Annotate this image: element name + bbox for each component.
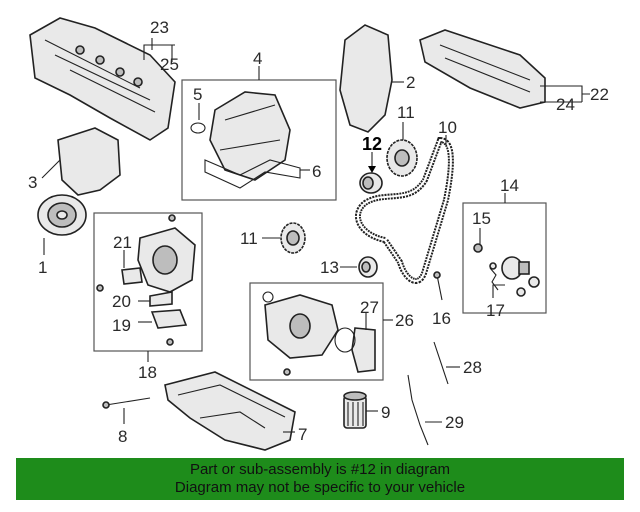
- engine-parts-diagram: 23 25 3 1 4 5 6 2 22 24: [28, 17, 609, 451]
- cam-sprocket-part[interactable]: [386, 139, 418, 177]
- bolt-16-part[interactable]: [433, 271, 443, 301]
- callout-14: 14: [500, 176, 519, 195]
- callout-20: 20: [112, 292, 131, 311]
- callout-24: 24: [556, 95, 575, 114]
- cover-27-part[interactable]: [334, 327, 376, 373]
- cover-19-part[interactable]: [150, 309, 188, 329]
- callout-19: 19: [112, 316, 131, 335]
- part-info-banner: Part or sub-assembly is #12 in diagram D…: [16, 458, 624, 500]
- valve-cover-right-part[interactable]: [419, 29, 546, 109]
- callout-5: 5: [193, 85, 202, 104]
- callout-18: 18: [138, 363, 157, 382]
- callout-6: 6: [312, 162, 321, 181]
- crank-pulley-part[interactable]: [37, 194, 87, 236]
- callout-7: 7: [298, 425, 307, 444]
- callout-13: 13: [320, 258, 339, 277]
- callout-22: 22: [590, 85, 609, 104]
- callout-16: 16: [432, 309, 451, 328]
- crank-sprocket-part[interactable]: [280, 222, 306, 254]
- callout-10: 10: [438, 118, 457, 137]
- oil-pump-housing-part[interactable]: [209, 91, 291, 181]
- callout-25: 25: [160, 55, 179, 74]
- callout-15: 15: [472, 209, 491, 228]
- timing-belt-part[interactable]: [354, 136, 454, 284]
- idler-pulley-part-12[interactable]: [359, 172, 383, 194]
- timing-cover-upper-part[interactable]: [339, 24, 393, 133]
- dipstick-tube-part[interactable]: [433, 341, 449, 385]
- callout-21: 21: [113, 233, 132, 252]
- callout-29: 29: [445, 413, 464, 432]
- idler-pulley-13-part[interactable]: [358, 256, 378, 278]
- oil-pan-part[interactable]: [164, 371, 296, 451]
- oil-filter-part[interactable]: [343, 391, 367, 429]
- callout-26: 26: [395, 311, 414, 330]
- dipstick-part[interactable]: [407, 374, 429, 446]
- callout-23: 23: [150, 18, 169, 37]
- callout-11-upper: 11: [397, 103, 415, 122]
- callout-27: 27: [360, 298, 379, 317]
- oil-filter-housing-part[interactable]: [262, 291, 339, 376]
- callout-2: 2: [406, 73, 415, 92]
- tensioner-assembly-part[interactable]: [501, 256, 540, 297]
- o-ring-part[interactable]: [190, 122, 206, 134]
- callout-8: 8: [118, 427, 127, 446]
- callout-4: 4: [253, 49, 262, 68]
- spring-17-part[interactable]: [489, 262, 499, 291]
- callout-3: 3: [28, 173, 37, 192]
- group-box-26: [249, 282, 384, 381]
- callout-17: 17: [486, 301, 505, 320]
- gasket-20-part[interactable]: [149, 291, 173, 307]
- callout-11-lower: 11: [240, 229, 258, 248]
- drain-plug-part[interactable]: [102, 397, 151, 409]
- callout-28: 28: [463, 358, 482, 377]
- callout-1: 1: [38, 258, 47, 277]
- valve-cover-part[interactable]: [29, 17, 176, 141]
- banner-line-1: Part or sub-assembly is #12 in diagram: [189, 461, 451, 478]
- banner-line-2: Diagram may not be specific to your vehi…: [174, 479, 466, 496]
- bolt-15-part[interactable]: [473, 243, 483, 253]
- relief-valve-21-part[interactable]: [121, 267, 143, 285]
- gasket-part[interactable]: [204, 159, 301, 189]
- oil-pump-part[interactable]: [96, 214, 196, 346]
- callout-9: 9: [381, 403, 390, 422]
- timing-cover-lower-part[interactable]: [57, 127, 121, 196]
- callout-12: 12: [362, 134, 382, 154]
